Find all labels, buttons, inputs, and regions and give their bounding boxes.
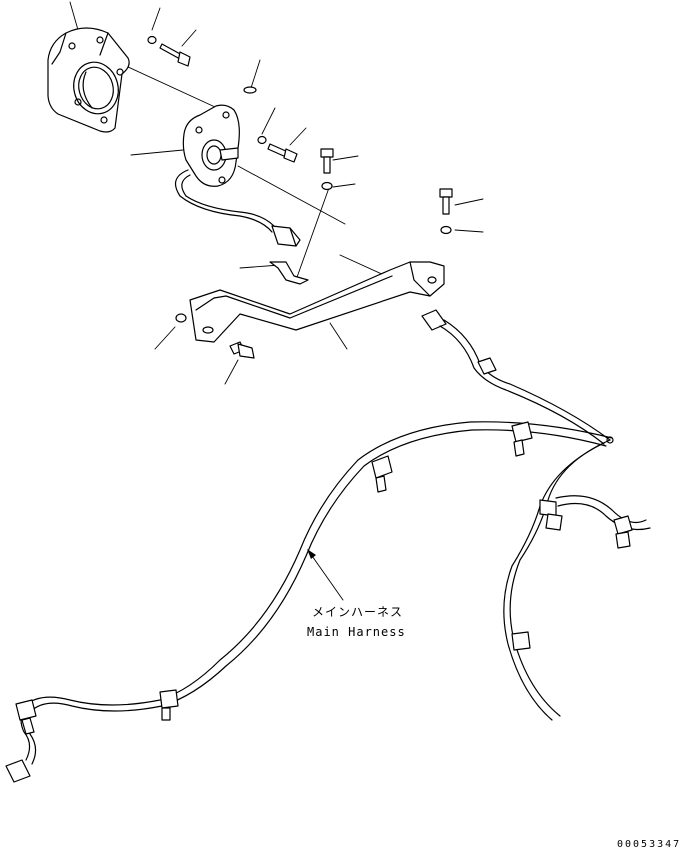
washer-bracket: [175, 313, 187, 323]
washer-sensor: [257, 135, 267, 145]
clip: [269, 261, 309, 285]
bolt-sensor: [267, 143, 298, 163]
flange-housing: [47, 27, 130, 133]
washer-top: [147, 35, 157, 45]
bolt-vertical-1: [320, 148, 334, 174]
harness-label-japanese: メインハーネス: [312, 605, 404, 619]
bolt-bracket: [229, 341, 255, 359]
sensor: [174, 104, 301, 247]
washer-vertical-1: [321, 181, 333, 191]
bolt-vertical-2: [439, 188, 453, 215]
bracket: [189, 261, 445, 343]
harness-label-english: Main Harness: [307, 625, 406, 639]
washer-vertical-2: [440, 225, 452, 235]
drawing-number: 00053347: [617, 839, 682, 850]
main-harness: [5, 309, 651, 783]
leader-lines: [69, 1, 484, 601]
bolt-top: [159, 43, 191, 67]
pin: [243, 86, 257, 94]
